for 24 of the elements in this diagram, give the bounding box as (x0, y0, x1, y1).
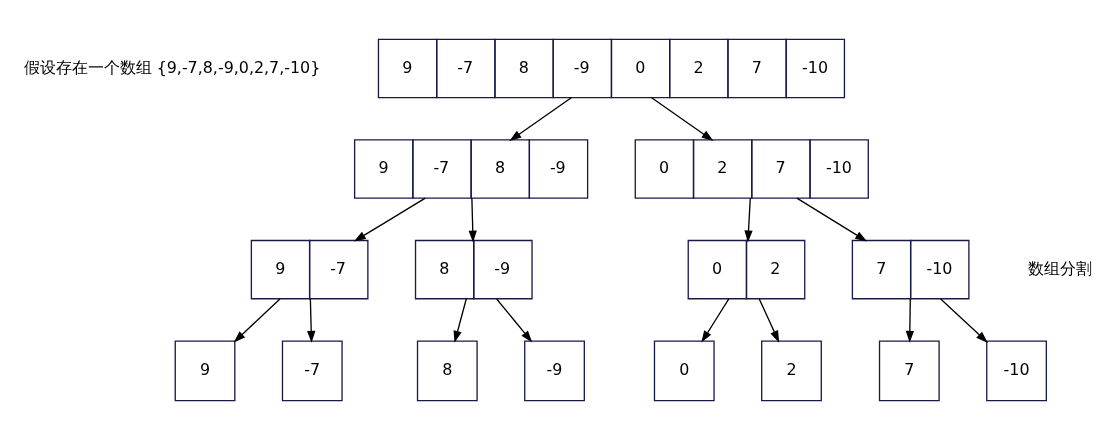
node-box: 8 (416, 340, 478, 402)
node-box: -7 (281, 340, 343, 402)
arrow (744, 197, 753, 243)
arrow (650, 96, 714, 141)
label: 数组分割 (1028, 258, 1093, 278)
node-box: 7 (878, 340, 940, 402)
arrow (233, 298, 281, 343)
arrow (905, 298, 915, 343)
arrow (453, 298, 467, 343)
node-box: -10 (986, 340, 1047, 402)
label: 假设存在一个数组 {9,-7,8,-9,0,2,7,-10} (23, 57, 321, 77)
arrow (468, 197, 477, 243)
arrow (701, 298, 730, 343)
node-box: 0 (653, 340, 715, 402)
node-box: 9 (174, 340, 236, 402)
node-box: 2 (761, 340, 822, 402)
node-box: -9 (524, 340, 585, 402)
arrow (796, 197, 868, 242)
arrow (509, 96, 573, 141)
arrow (758, 298, 780, 343)
arrow (940, 298, 988, 343)
arrow (307, 298, 316, 343)
arrow (496, 298, 533, 343)
arrow (353, 197, 426, 242)
